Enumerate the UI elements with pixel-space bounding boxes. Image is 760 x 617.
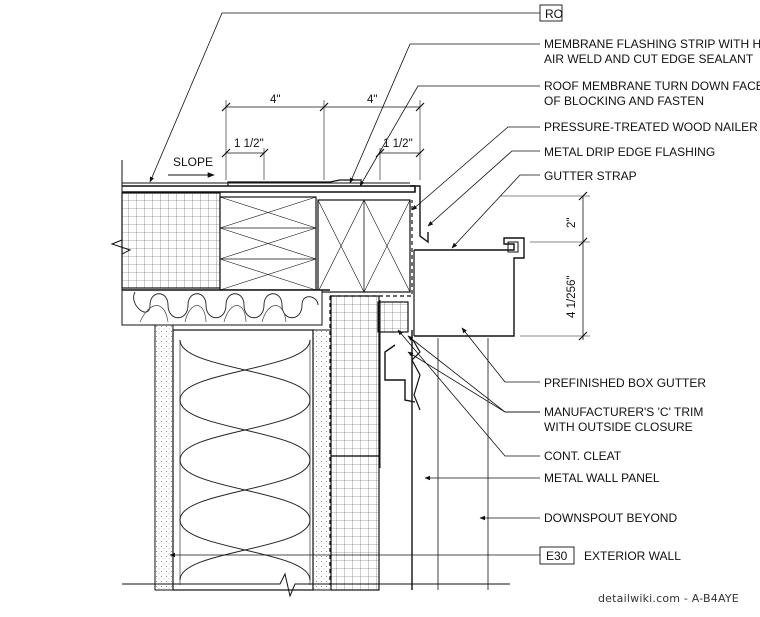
callout-downspout: DOWNSPOUT BEYOND: [544, 511, 677, 525]
callout-roof-membrane-2: OF BLOCKING AND FASTEN: [544, 94, 704, 108]
dim-2: 2": [566, 218, 578, 228]
dim-4-right: 4": [367, 94, 377, 106]
callout-membrane-flashing-2: AIR WELD AND CUT EDGE SEALANT: [544, 52, 754, 66]
callout-drip-edge: METAL DRIP EDGE FLASHING: [544, 145, 715, 159]
wood-blocking: [219, 196, 411, 293]
dim-4-left: 4": [270, 94, 280, 106]
drip-edge-flashing: [410, 185, 429, 244]
exterior-wall-tag: E30: [546, 549, 568, 563]
dim-1-1-2-right: 1 1/2": [383, 138, 413, 150]
batt-insulation-roof: [121, 289, 323, 326]
top-tag: RO: [545, 7, 563, 21]
callout-gutter-strap: GUTTER STRAP: [544, 169, 637, 183]
dim-1-1-2-left: 1 1/2": [234, 138, 264, 150]
top-tag-box: [539, 4, 563, 22]
dim-gutter-height: 4 1/256": [566, 276, 578, 318]
exterior-wall-tag-box: [539, 546, 575, 565]
callout-labels: RO MEMBRANE FLASHING STRIP WITH HOT AIR …: [539, 4, 760, 565]
leader-lines: [149, 12, 540, 558]
callout-metal-wall-panel: METAL WALL PANEL: [544, 471, 660, 485]
dimensions: 4" 4" 1 1/2" 1 1/2" 2" 4 1/256": [221, 94, 590, 341]
svg-text:SLOPE: SLOPE: [173, 155, 213, 169]
rigid-insulation: [121, 192, 221, 289]
callout-box-gutter: PREFINISHED BOX GUTTER: [544, 376, 706, 390]
callout-exterior-wall: EXTERIOR WALL: [584, 549, 681, 563]
callout-cont-cleat: CONT. CLEAT: [544, 449, 622, 463]
watermark: detailwiki.com - A-B4AYE: [598, 592, 739, 605]
callout-roof-membrane-1: ROOF MEMBRANE TURN DOWN FACE: [544, 79, 760, 93]
wall-assembly: [122, 200, 510, 598]
callout-wood-nailer: PRESSURE-TREATED WOOD NAILER: [544, 120, 758, 134]
callout-c-trim-1: MANUFACTURER'S 'C' TRIM: [544, 405, 703, 419]
slope-indicator: SLOPE: [168, 155, 215, 178]
gutter-and-flashing: [410, 185, 525, 337]
roof-assembly: [110, 160, 416, 326]
box-gutter-profile: [414, 237, 525, 337]
callout-membrane-flashing-1: MEMBRANE FLASHING STRIP WITH HOT: [544, 37, 760, 51]
callout-c-trim-2: WITH OUTSIDE CLOSURE: [544, 420, 693, 434]
